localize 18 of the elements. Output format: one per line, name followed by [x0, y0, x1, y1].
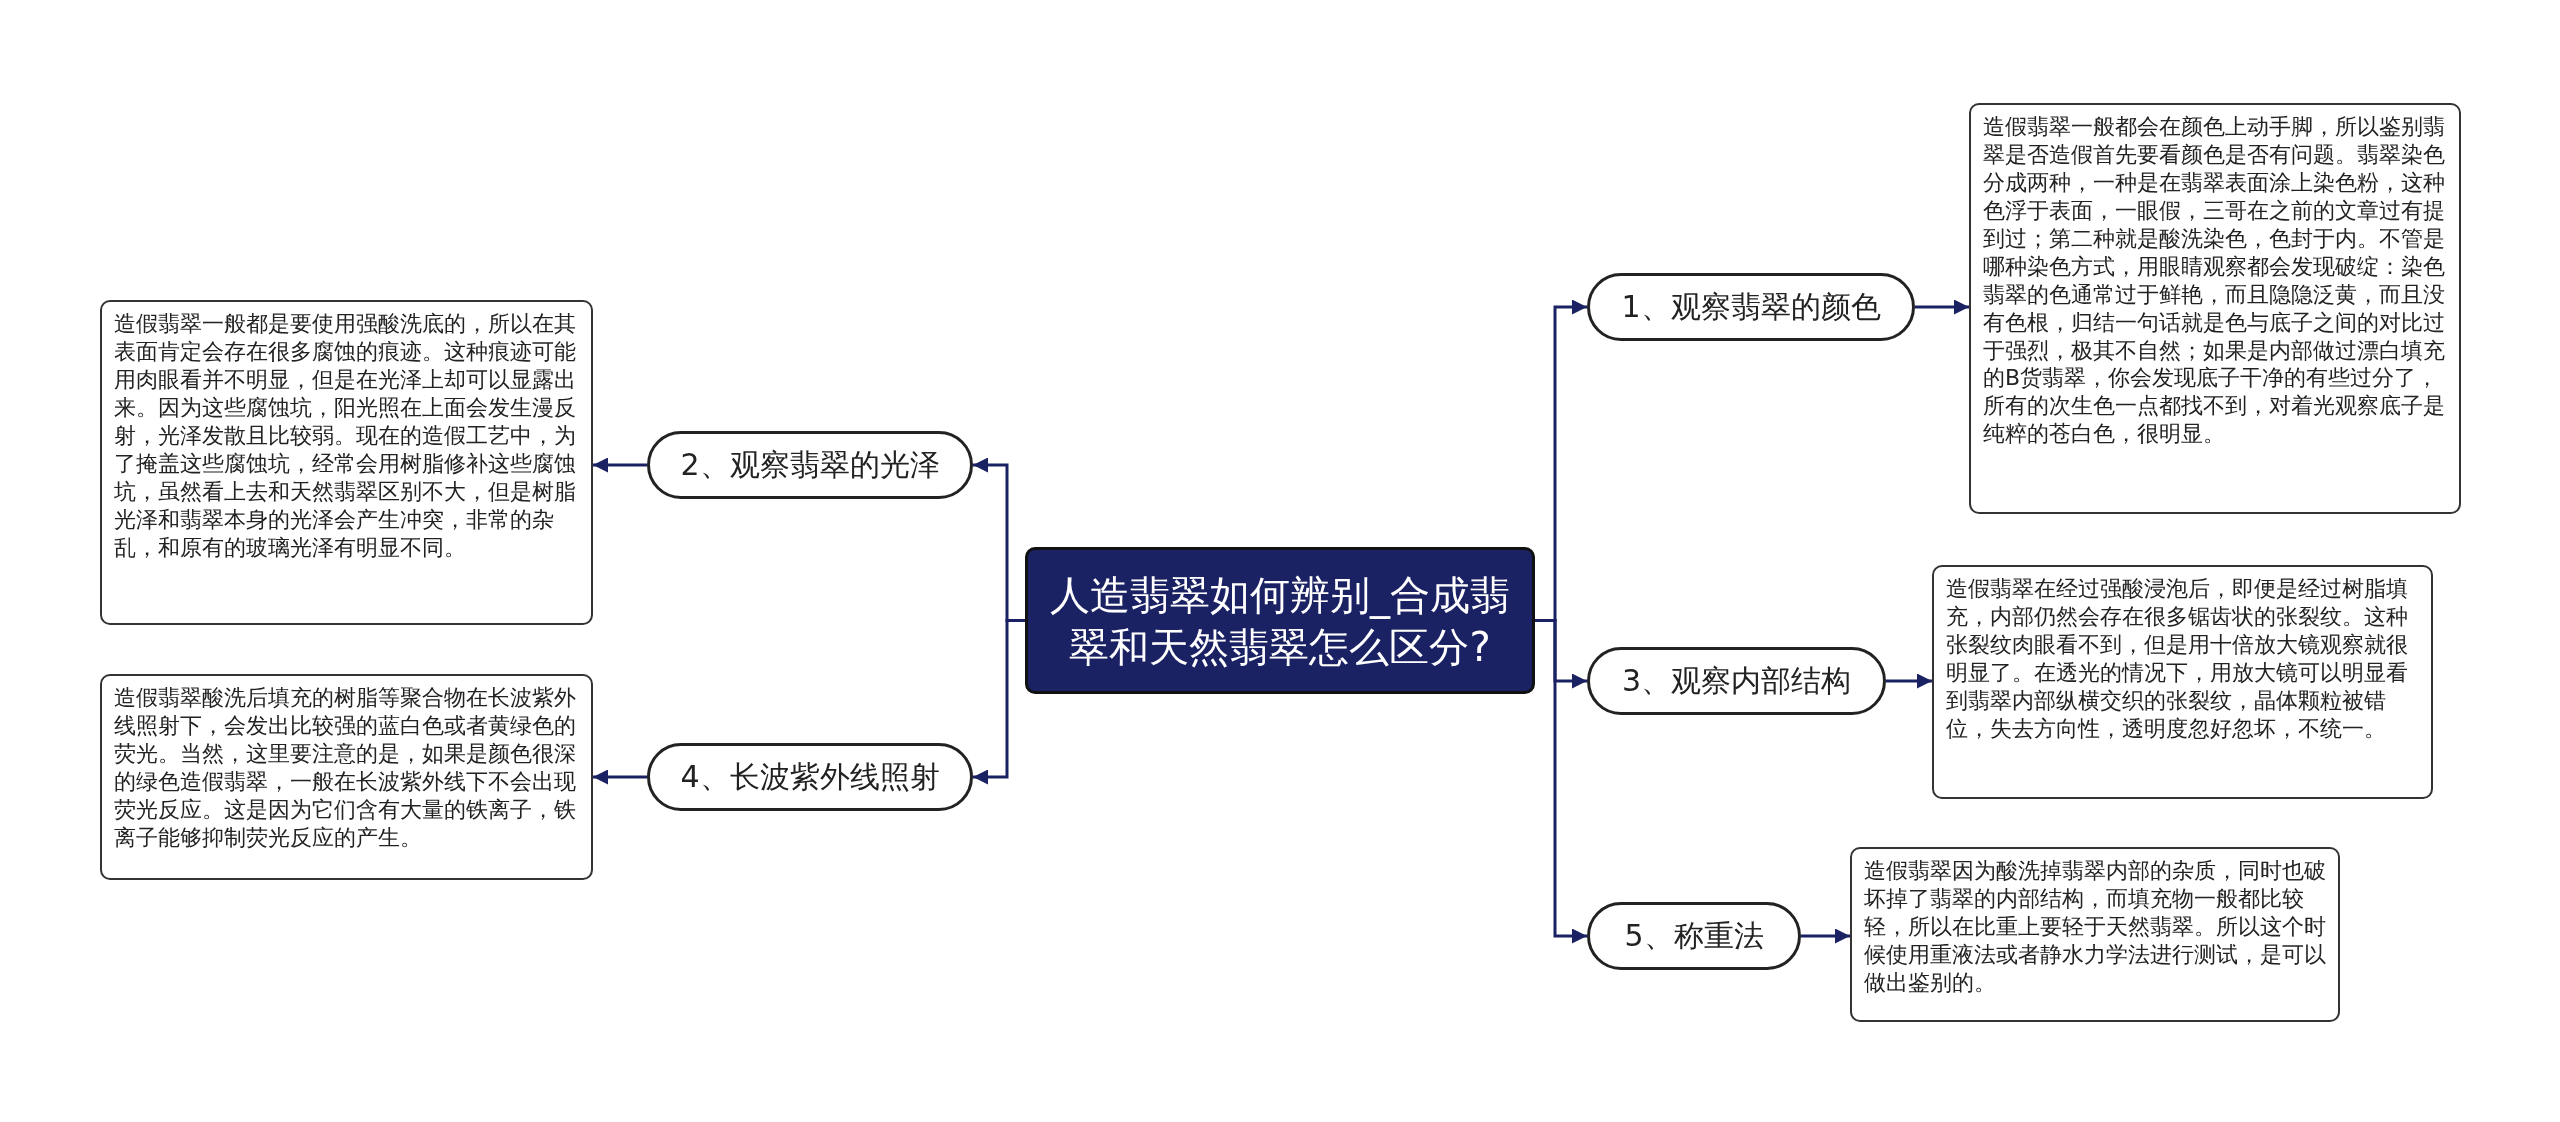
connector-arrow: [1886, 673, 1932, 689]
note-box: 造假翡翠酸洗后填充的树脂等聚合物在长波紫外线照射下，会发出比较强的蓝白色或者黄绿色的荧光。当然，这里要注意的是，如果是颜色很深的绿色造假翡翠，一般在长波紫外线下不会出现荧光反应。这是因为它们含有大量的铁离子，铁离子能够抑制荧光反应的产生。: [100, 674, 593, 880]
connector-arrow: [593, 769, 647, 785]
connector-arrow: [973, 619, 1025, 785]
topic-pill: 2、观察翡翠的光泽: [647, 431, 973, 499]
topic-pill: 1、观察翡翠的颜色: [1587, 273, 1915, 341]
connector-arrow: [1535, 619, 1587, 944]
topic-pill: 4、长波紫外线照射: [647, 743, 973, 811]
connector-arrow: [1915, 299, 1969, 315]
note-box: 造假翡翠因为酸洗掉翡翠内部的杂质，同时也破坏掉了翡翠的内部结构，而填充物一般都比较轻，所以在比重上要轻于天然翡翠。所以这个时候使用重液法或者静水力学法进行测试，是可以做出鉴别的。: [1850, 847, 2340, 1022]
connector-arrow: [1801, 928, 1850, 944]
topic-pill: 5、称重法: [1587, 902, 1801, 970]
note-box: 造假翡翠在经过强酸浸泡后，即便是经过树脂填充，内部仍然会存在很多锯齿状的张裂纹。这种张裂纹肉眼看不到，但是用十倍放大镜观察就很明显了。在透光的情况下，用放大镜可以明显看到翡翠内部纵横交织的张裂纹，晶体颗粒被错位，失去方向性，透明度忽好忽坏，不统一。: [1932, 565, 2433, 799]
topic-pill: 3、观察内部结构: [1587, 647, 1886, 715]
central-topic-box: 人造翡翠如何辨别_合成翡翠和天然翡翠怎么区分?: [1025, 547, 1535, 694]
note-box: 造假翡翠一般都会在颜色上动手脚，所以鉴别翡翠是否造假首先要看颜色是否有问题。翡翠染色分成两种，一种是在翡翠表面涂上染色粉，这种色浮于表面，一眼假，三哥在之前的文章过有提到过；第二种就是酸洗染色，色封于内。不管是哪种染色方式，用眼睛观察都会发现破绽：染色翡翠的色通常过于鲜艳，而且隐隐泛黄，而且没有色根，归结一句话就是色与底子之间的对比过于强烈，极其不自然；如果是内部做过漂白填充的B货翡翠，你会发现底子干净的有些过分了，所有的次生色一点都找不到，对着光观察底子是纯粹的苍白色，很明显。: [1969, 103, 2461, 514]
connector-arrow: [593, 457, 647, 473]
note-box: 造假翡翠一般都是要使用强酸洗底的，所以在其表面肯定会存在很多腐蚀的痕迹。这种痕迹可能用肉眼看并不明显，但是在光泽上却可以显露出来。因为这些腐蚀坑，阳光照在上面会发生漫反射，光泽发散且比较弱。现在的造假工艺中，为了掩盖这些腐蚀坑，经常会用树脂修补这些腐蚀坑，虽然看上去和天然翡翠区别不大，但是树脂光泽和翡翠本身的光泽会产生冲突，非常的杂乱，和原有的玻璃光泽有明显不同。: [100, 300, 593, 625]
